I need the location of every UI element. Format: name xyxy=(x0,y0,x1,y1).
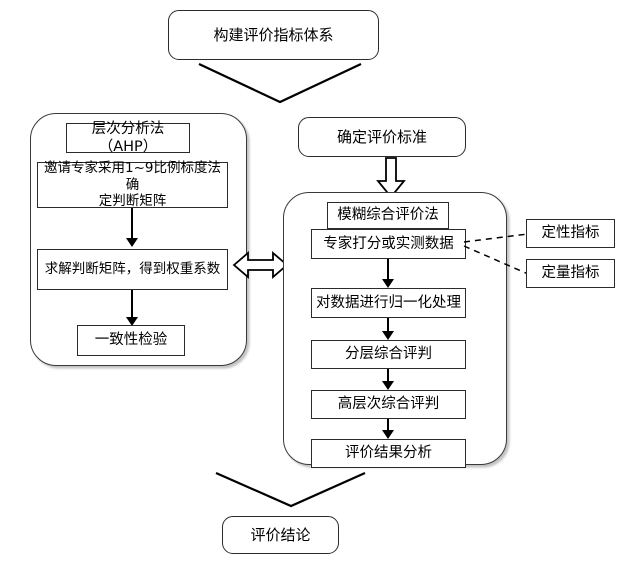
node-build-index-system[interactable]: 构建评价指标体系 xyxy=(168,10,379,60)
fuzzy-connector-2-head xyxy=(382,331,394,340)
ahp-connector-2-head xyxy=(126,317,138,326)
fuzzy-step-5[interactable]: 评价结果分析 xyxy=(311,439,466,468)
fuzzy-connector-4-shaft xyxy=(387,419,390,433)
bidirectional-arrow-connector xyxy=(232,251,289,279)
fuzzy-step-3[interactable]: 分层综合评判 xyxy=(311,340,466,369)
ahp-step-2[interactable]: 求解判断矩阵，得到权重系数 xyxy=(37,249,228,290)
ahp-step-3[interactable]: 一致性检验 xyxy=(77,325,185,356)
fuzzy-connector-1-head xyxy=(382,279,394,288)
ahp-connector-1-shaft xyxy=(131,208,134,241)
group-ahp xyxy=(30,113,247,366)
ahp-connector-1-head xyxy=(126,238,138,247)
side-label-quantitative[interactable]: 定量指标 xyxy=(526,259,615,288)
fuzzy-connector-3-shaft xyxy=(387,369,390,384)
fuzzy-step-2[interactable]: 对数据进行归一化处理 xyxy=(311,288,466,318)
node-define-evaluation-standard[interactable]: 确定评价标准 xyxy=(298,117,466,157)
fuzzy-step-1[interactable]: 专家打分或实测数据 xyxy=(311,229,466,259)
fuzzy-connector-2-shaft xyxy=(387,318,390,334)
fuzzy-step-4[interactable]: 高层次综合评判 xyxy=(311,390,466,419)
side-label-qualitative[interactable]: 定性指标 xyxy=(526,219,615,248)
node-evaluation-conclusion[interactable]: 评价结论 xyxy=(222,516,339,554)
ahp-connector-2-shaft xyxy=(131,290,134,320)
ahp-step-1[interactable]: 邀请专家采用1~9比例标度法确 定判断矩阵 xyxy=(37,160,228,209)
chevron-down-bottom xyxy=(215,471,366,508)
fuzzy-connector-4-head xyxy=(382,430,394,439)
fuzzy-group-title: 模糊综合评价法 xyxy=(327,202,449,229)
fuzzy-connector-3-head xyxy=(382,381,394,390)
dashed-leader-lines xyxy=(463,233,529,275)
chevron-down-top xyxy=(198,63,362,104)
fuzzy-connector-1-shaft xyxy=(387,259,390,282)
ahp-group-title: 层次分析法（AHP） xyxy=(66,121,190,155)
block-arrow-down xyxy=(376,157,406,199)
